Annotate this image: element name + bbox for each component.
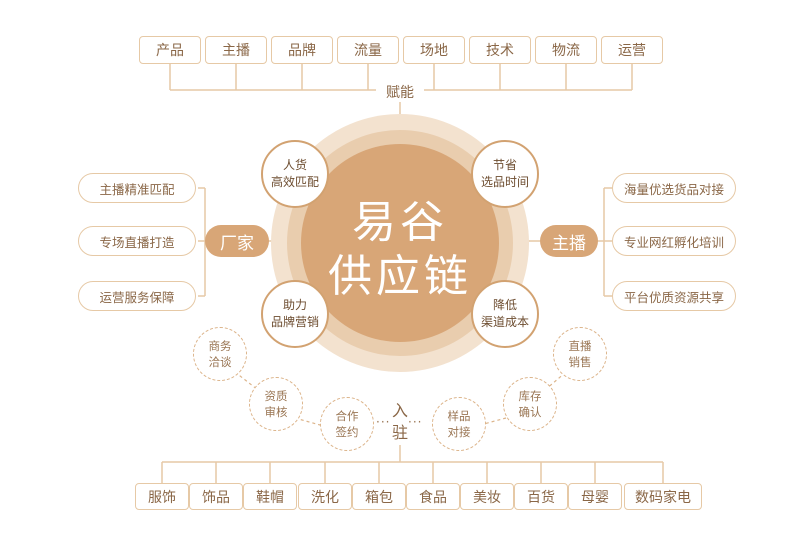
step-qualification: 资质 审核 (249, 377, 303, 431)
entry-label-line1: 入 (391, 401, 408, 420)
badge-save-time: 节省 选品时间 (471, 140, 539, 208)
step-live-sales-line1: 直播 (568, 339, 592, 353)
step-sample: 样品 对接 (432, 397, 486, 451)
badge-marketing: 助力 品牌营销 (261, 280, 329, 348)
bottom-item-baby: 母婴 (568, 483, 622, 510)
step-inventory-line1: 库存 (518, 389, 542, 403)
badge-match: 人货 高效匹配 (261, 140, 329, 208)
bottom-item-toiletries: 洗化 (298, 483, 352, 510)
left-item-special-live: 专场直播打造 (78, 226, 196, 256)
step-negotiation-line2: 洽谈 (208, 355, 232, 369)
step-qualification-line2: 审核 (264, 405, 288, 419)
top-item-product: 产品 (139, 36, 201, 64)
top-item-logistics: 物流 (535, 36, 597, 64)
top-item-operations: 运营 (601, 36, 663, 64)
step-live-sales-line2: 销售 (568, 355, 592, 369)
center-title-line2: 供应链 (328, 251, 472, 302)
streamer-label: 主播 (540, 225, 598, 257)
dots-right: ··· (408, 415, 423, 429)
step-qualification-line1: 资质 (264, 389, 288, 403)
badge-save-time-line2: 选品时间 (480, 175, 529, 189)
left-item-match: 主播精准匹配 (78, 173, 196, 203)
bottom-item-bags: 箱包 (352, 483, 406, 510)
center-title-line1: 易谷 (352, 197, 448, 248)
step-signing-line2: 签约 (335, 425, 359, 439)
step-negotiation: 商务 洽谈 (193, 327, 247, 381)
entry-label-line2: 驻 (391, 423, 408, 442)
step-negotiation-line1: 商务 (208, 339, 232, 353)
top-item-brand: 品牌 (271, 36, 333, 64)
bottom-item-accessories: 饰品 (189, 483, 243, 510)
step-live-sales: 直播 销售 (553, 327, 607, 381)
badge-match-line2: 高效匹配 (270, 175, 319, 189)
badge-cost: 降低 渠道成本 (471, 280, 539, 348)
top-item-tech: 技术 (469, 36, 531, 64)
badge-save-time-line1: 节省 (492, 158, 517, 172)
factory-label: 厂家 (205, 225, 269, 257)
badge-marketing-line2: 品牌营销 (270, 315, 319, 329)
top-item-streamer: 主播 (205, 36, 267, 64)
right-item-goods: 海量优选货品对接 (612, 173, 736, 203)
top-item-traffic: 流量 (337, 36, 399, 64)
empower-label: 赋能 (376, 82, 424, 102)
badge-cost-line1: 降低 (492, 298, 517, 312)
bottom-item-general: 百货 (514, 483, 568, 510)
step-inventory: 库存 确认 (503, 377, 557, 431)
top-item-venue: 场地 (403, 36, 465, 64)
badge-match-line1: 人货 (282, 158, 307, 172)
step-sample-line2: 对接 (447, 425, 471, 439)
bottom-item-apparel: 服饰 (135, 483, 189, 510)
left-item-service: 运营服务保障 (78, 281, 196, 311)
step-inventory-line2: 确认 (518, 405, 542, 419)
badge-cost-line2: 渠道成本 (480, 315, 529, 329)
step-signing-line1: 合作 (335, 409, 359, 423)
dots-left: ··· (376, 415, 391, 429)
badge-marketing-line1: 助力 (282, 298, 307, 312)
bottom-item-food: 食品 (406, 483, 460, 510)
right-item-training: 专业网红孵化培训 (612, 226, 736, 256)
bottom-item-cosmetics: 美妆 (460, 483, 514, 510)
entry-label: 入 驻 (389, 400, 411, 444)
step-signing: 合作 签约 (320, 397, 374, 451)
right-item-resources: 平台优质资源共享 (612, 281, 736, 311)
step-sample-line1: 样品 (447, 409, 471, 423)
bottom-item-footwear: 鞋帽 (243, 483, 297, 510)
bottom-item-electronics: 数码家电 (624, 483, 702, 510)
